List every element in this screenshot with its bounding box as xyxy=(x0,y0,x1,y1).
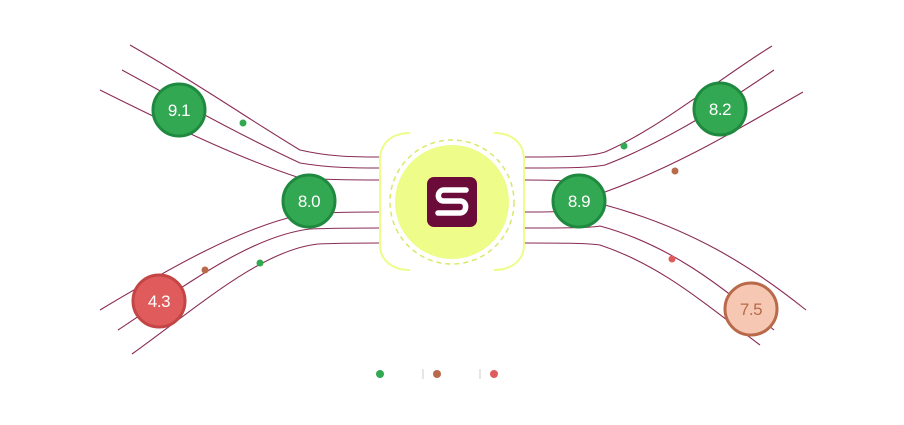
left-top-lines xyxy=(99,44,381,181)
traffic-dot-green xyxy=(239,119,247,127)
score-value: 7.5 xyxy=(740,300,762,319)
score-node-top-right: 8.2 xyxy=(692,81,748,137)
s-logo-glyph xyxy=(435,187,469,216)
traffic-dot-green xyxy=(256,259,264,267)
legend-dot-medium xyxy=(433,370,441,378)
score-value: 8.0 xyxy=(298,192,320,211)
traffic-dot-brown xyxy=(201,266,209,274)
score-node-mid-left: 8.0 xyxy=(281,173,337,229)
center-hub xyxy=(379,132,525,271)
hub-left-bracket xyxy=(379,132,411,271)
right-top-lines xyxy=(524,45,804,193)
score-value: 9.1 xyxy=(168,101,190,120)
legend-dot-good xyxy=(376,370,384,378)
traffic-dot-brown xyxy=(671,167,679,175)
hub-dashed-ring xyxy=(389,139,515,265)
score-value: 4.3 xyxy=(148,292,170,311)
score-node-bottom-left: 4.3 xyxy=(131,273,187,329)
score-value: 8.9 xyxy=(568,192,590,211)
score-node-bottom-right: 7.5 xyxy=(723,281,779,337)
score-node-mid-right: 8.9 xyxy=(551,173,607,229)
legend xyxy=(376,369,498,379)
score-node-top-left: 9.1 xyxy=(151,82,207,138)
traffic-dot-green xyxy=(620,142,628,150)
score-value: 8.2 xyxy=(709,100,731,119)
traffic-dot-red xyxy=(668,255,676,263)
hub-right-bracket xyxy=(493,132,525,271)
legend-dot-bad xyxy=(490,370,498,378)
